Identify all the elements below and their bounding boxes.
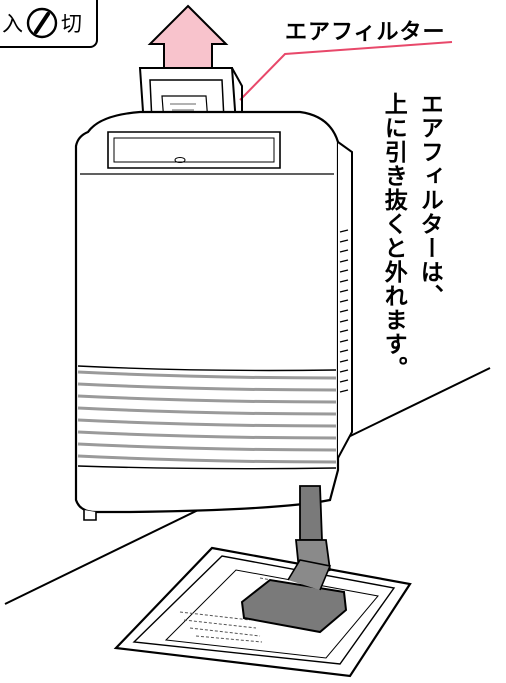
callout-leader-line bbox=[239, 41, 453, 101]
switch-on-label: 入 bbox=[2, 12, 23, 36]
air-filter-callout: エアフィルター bbox=[285, 20, 446, 45]
vacuum-cleaner-nozzle bbox=[240, 485, 348, 634]
instruction-line-1: エアフィルターは、 bbox=[416, 92, 443, 308]
switch-off-label: 切 bbox=[61, 12, 82, 36]
power-slash-icon bbox=[25, 6, 59, 40]
instruction-line-2: 上に引き抜くと外れます。 bbox=[380, 92, 407, 380]
power-switch-label: 入 切 bbox=[0, 0, 98, 48]
fan-heater-unit bbox=[74, 110, 353, 521]
